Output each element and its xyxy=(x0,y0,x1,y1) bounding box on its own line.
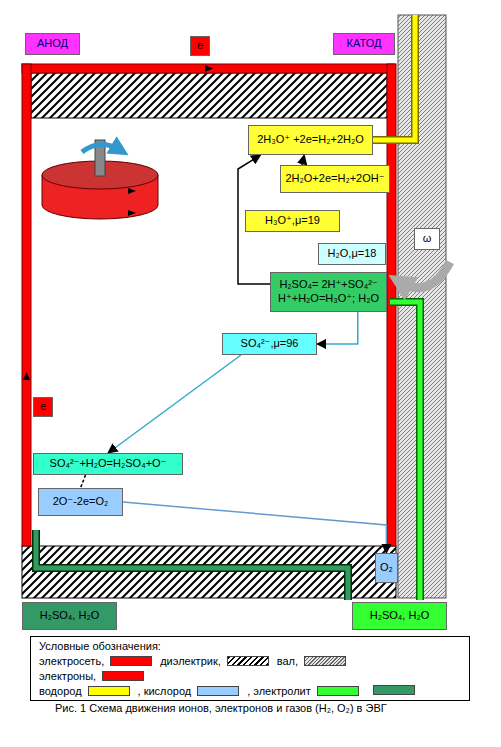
node-text: SO₄²⁻+H₂O=H₂SO₄+O⁻ xyxy=(50,457,167,471)
legend-item: водород xyxy=(39,685,130,697)
legend-swatch xyxy=(110,656,152,666)
electron-box: e xyxy=(33,397,53,417)
reaction-box: 2H₃O⁺ +2e=H₂+2H₂O xyxy=(248,125,373,155)
legend-text: электросеть, xyxy=(39,655,104,667)
reaction-box: H₂SO₄= 2H⁺+SO₄²⁻ H⁺+H₂O=H₃O⁺; H₂O xyxy=(270,272,387,312)
connector xyxy=(317,312,358,344)
reaction-box: 2H₂O+2e=H₂+2OH⁻ xyxy=(280,165,390,193)
reaction-box: SO₄²⁻+H₂O=H₂SO₄+O⁻ xyxy=(33,453,183,475)
molecule-box: H₂O,μ=18 xyxy=(318,243,386,265)
ion-box: H₃O⁺,μ=19 xyxy=(245,210,340,232)
node-text: e xyxy=(40,400,46,414)
legend-swatch xyxy=(197,686,239,696)
shaft-rotation-arrow xyxy=(400,262,450,288)
connector xyxy=(108,355,241,453)
legend-text: электроны, xyxy=(39,670,96,682)
legend-item: , электролит xyxy=(247,685,359,697)
node-text: H₂SO₄= 2H⁺+SO₄²⁻ H⁺+H₂O=H₃O⁺; H₂O xyxy=(275,278,382,306)
node-text: 2H₂O+2e=H₂+2OH⁻ xyxy=(285,172,384,186)
disk-arrow xyxy=(128,210,136,216)
electron-arrow xyxy=(205,65,213,72)
node-text: H₃O⁺,μ=19 xyxy=(265,214,320,228)
node-text: АНОД xyxy=(37,37,68,51)
title-box: АНОД xyxy=(25,33,80,55)
electrolyte-drain xyxy=(36,530,348,600)
legend-item: диэлектрик, xyxy=(160,655,269,667)
node-text: КАТОД xyxy=(347,37,382,51)
node-text: e xyxy=(197,39,203,53)
legend-item: , кислород xyxy=(138,685,240,697)
legend-text: , электролит xyxy=(247,685,311,697)
connector xyxy=(302,155,304,165)
node-text: ω xyxy=(423,232,432,246)
legend-swatch xyxy=(304,656,346,666)
legend-swatch xyxy=(373,685,415,695)
electrolyte-drain-outline xyxy=(36,530,348,600)
legend-item: вал, xyxy=(277,655,346,667)
legend-swatch xyxy=(88,686,130,696)
node-text: SO₄²⁻,μ=96 xyxy=(241,337,299,351)
node-text: H₂SO₄, H₂O xyxy=(40,609,99,623)
node-text: H₂SO₄, H₂O xyxy=(370,609,429,623)
title-box: КАТОД xyxy=(333,33,395,55)
electron-box: e xyxy=(190,36,210,56)
caption: Рис. 1 Схема движения ионов, электронов … xyxy=(55,702,475,714)
anode-wire-left xyxy=(22,64,31,546)
electron-arrow xyxy=(23,372,30,380)
legend-swatch xyxy=(102,671,144,681)
ion-box: SO₄²⁻,μ=96 xyxy=(222,333,317,355)
electrolyte-box: H₂SO₄, H₂O xyxy=(352,602,447,630)
legend-item: электросеть, xyxy=(39,655,152,667)
legend-item: электроны, xyxy=(39,670,144,682)
dielectric-top xyxy=(31,73,387,118)
node-text: 2O⁻-2e=O₂ xyxy=(53,495,109,509)
anode-wire-top xyxy=(22,64,395,73)
rotation-arrow xyxy=(82,144,120,152)
legend-swatch xyxy=(317,686,359,696)
legend-text: диэлектрик, xyxy=(160,655,221,667)
electrolyte-box: H₂SO₄, H₂O xyxy=(22,602,117,630)
legend-swatch xyxy=(227,656,269,666)
disk-arrow xyxy=(128,188,136,194)
node-text: H₂O,μ=18 xyxy=(328,247,377,261)
legend-text: , кислород xyxy=(138,685,192,697)
legend-text: водород xyxy=(39,685,82,697)
connector xyxy=(123,502,386,553)
gas-box: O₂ xyxy=(375,553,398,583)
node-text: O₂ xyxy=(380,561,393,575)
legend-heading: Условные обозначения: xyxy=(39,640,461,652)
reaction-box: 2O⁻-2e=O₂ xyxy=(38,488,123,516)
node-text: 2H₃O⁺ +2e=H₂+2H₂O xyxy=(257,133,364,147)
rotation-box: ω xyxy=(414,228,440,250)
legend: Условные обозначения: электросеть, диэлект… xyxy=(30,636,470,701)
connector xyxy=(81,475,86,488)
legend-text: вал, xyxy=(277,655,298,667)
